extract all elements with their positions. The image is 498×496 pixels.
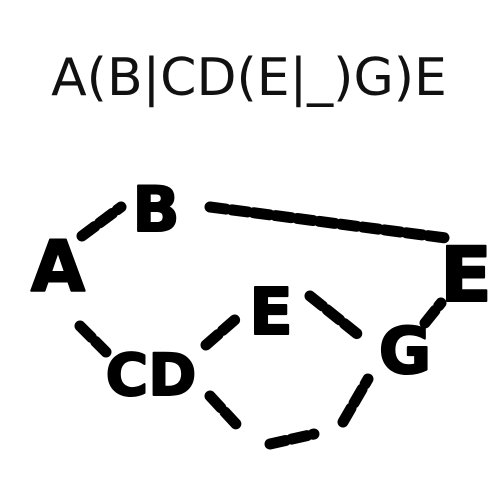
node-e-inner: E [249,276,293,350]
node-cd: CD [106,341,197,409]
edge-b-e-end [204,201,452,244]
edge-g-e-end [419,297,447,329]
node-e-end: E [440,230,492,319]
edge-underscore-segment [264,428,320,450]
regex-expression: A(B|CD(E|_)G)E [51,48,447,108]
edge-e-inner-g [304,290,367,343]
edge-underscore-g [337,373,374,428]
node-g: G [379,315,432,389]
node-a: A [31,226,85,308]
edge-a-b [76,201,127,242]
edge-cd-e-inner [200,311,244,351]
node-b: B [132,173,179,246]
edge-a-cd [74,320,112,358]
edge-cd-underscore [204,390,242,430]
